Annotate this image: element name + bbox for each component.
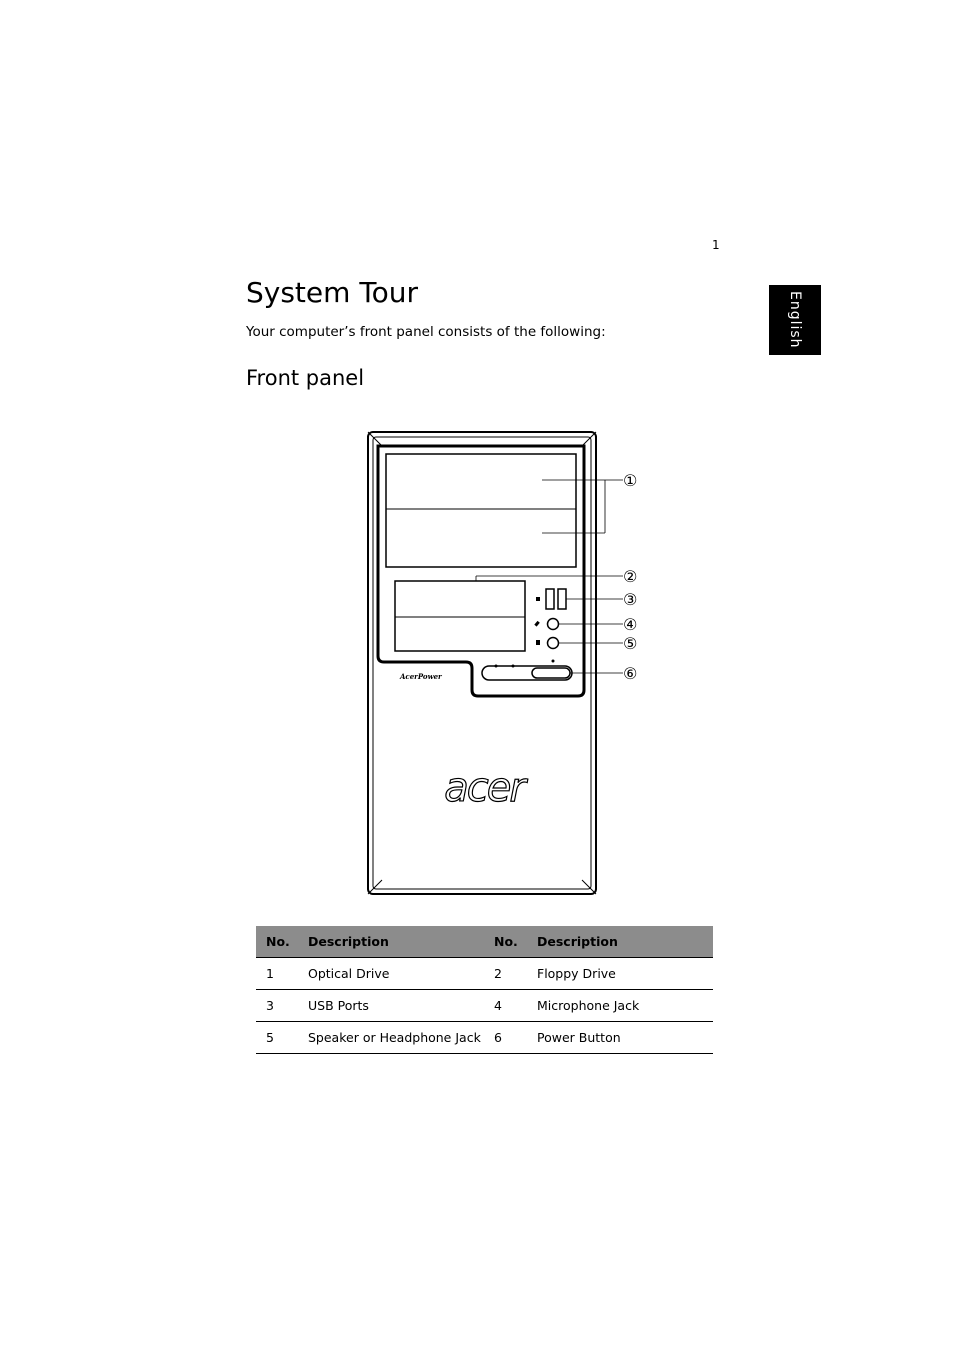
front-panel-illustration: AcerPower acer ① ② ③ ④ ⑤ ⑥ (360, 428, 650, 900)
callout-4: ④ (623, 615, 637, 634)
table-cell: 1 (256, 957, 298, 990)
table-cell: USB Ports (298, 989, 484, 1022)
table-header: No. (484, 926, 527, 958)
table-cell: 2 (484, 957, 527, 990)
language-tab: English (769, 285, 821, 355)
case-inner-outline (372, 436, 592, 890)
page-title: System Tour (246, 276, 419, 309)
parts-table: No. Description No. Description 1 Optica… (256, 926, 713, 1054)
callout-2: ② (623, 567, 637, 586)
callout-1: ① (623, 471, 637, 490)
callout-6: ⑥ (623, 664, 637, 683)
callout-5: ⑤ (623, 634, 637, 653)
table-cell: 3 (256, 989, 298, 1022)
power-button (531, 667, 571, 679)
page-number: 1 (712, 238, 720, 252)
section-title: Front panel (246, 366, 365, 390)
floppy-drive-bay (394, 580, 526, 652)
table-cell: 4 (484, 989, 527, 1022)
microphone-jack (546, 617, 560, 631)
table-header: Description (527, 926, 713, 958)
table-cell: Power Button (527, 1021, 713, 1054)
table-row: 1 Optical Drive 2 Floppy Drive (256, 957, 713, 990)
usb-port (545, 588, 555, 610)
table-cell: Floppy Drive (527, 957, 713, 990)
headphone-jack (546, 636, 560, 650)
table-row: 3 USB Ports 4 Microphone Jack (256, 989, 713, 1022)
front-panel-drawing: AcerPower acer ① ② ③ ④ ⑤ ⑥ (367, 431, 637, 895)
table-header: No. (256, 926, 298, 958)
optical-drive-bay (385, 453, 577, 568)
bezel-recess (376, 444, 586, 698)
acer-logo: acer (444, 765, 528, 811)
table-cell: Speaker or Headphone Jack (298, 1021, 484, 1054)
table-header: Description (298, 926, 484, 958)
usb-port (557, 588, 567, 610)
case-outline (367, 431, 597, 895)
table-cell: Optical Drive (298, 957, 484, 990)
language-tab-label: English (787, 291, 803, 349)
table-cell: 5 (256, 1021, 298, 1054)
callout-3: ③ (623, 590, 637, 609)
intro-text: Your computer’s front panel consists of … (246, 324, 606, 340)
table-row: 5 Speaker or Headphone Jack 6 Power Butt… (256, 1021, 713, 1054)
table-cell: Microphone Jack (527, 989, 713, 1022)
table-cell: 6 (484, 1021, 527, 1054)
model-label: AcerPower (399, 672, 443, 681)
table-header-row: No. Description No. Description (256, 926, 713, 958)
